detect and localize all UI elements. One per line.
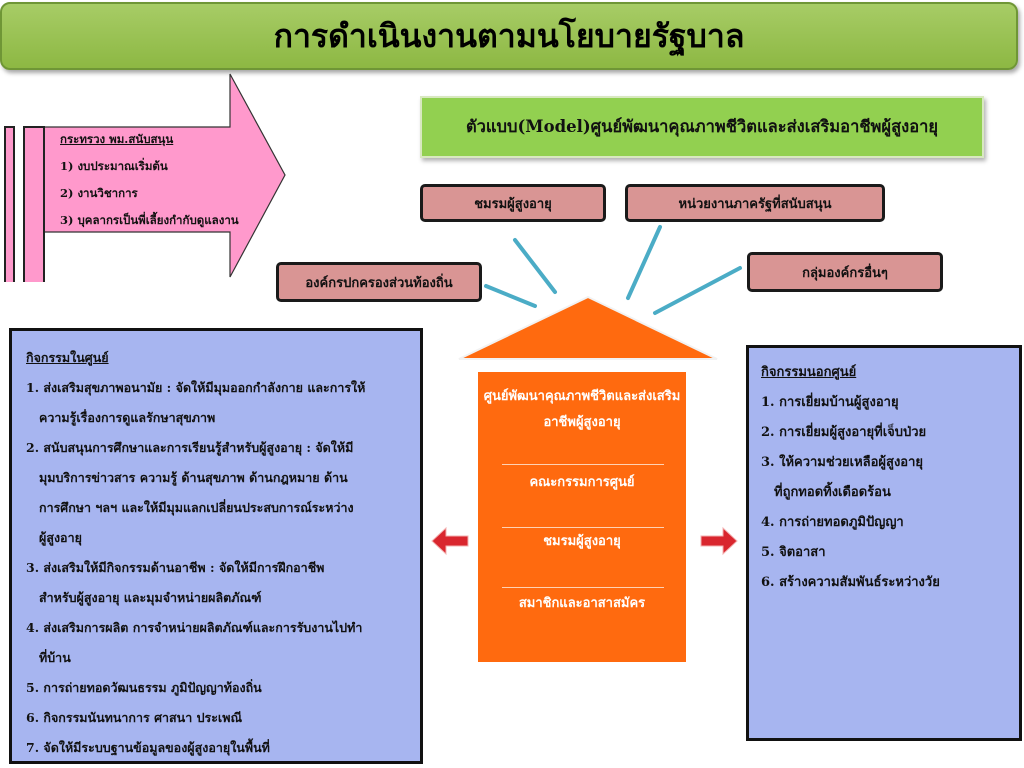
outside-heading: กิจกรรมนอกศูนย์ (761, 365, 857, 380)
partner-government-agencies: หน่วยงานภาครัฐที่สนับสนุน (625, 184, 885, 222)
center-divider (502, 527, 664, 528)
support-item: 1) งบประมาณเริ่มต้น (60, 159, 168, 173)
inside-line: ที่บ้าน (39, 650, 71, 665)
outside-line: ที่ถูกทอดทิ้งเดือดร้อน (774, 485, 891, 500)
inside-line: มุมบริการข่าวสาร ความรู้ ด้านสุขภาพ ด้าน… (39, 470, 348, 485)
inside-line: ผู้สูงอายุ (39, 530, 82, 545)
outside-line: 4. การถ่ายทอดภูมิปัญญา (761, 515, 904, 530)
support-list: กระทรวง พม.สนับสนุน 1) งบประมาณเริ่มต้น … (60, 126, 275, 234)
support-item: 2) งานวิชาการ (60, 186, 138, 200)
connector-line (513, 238, 557, 294)
partner-label: ชมรมผู้สูงอายุ (474, 196, 552, 212)
partner-label: หน่วยงานภาครัฐที่สนับสนุน (678, 196, 832, 212)
outside-line: 3. ให้ความช่วยเหลือผู้สูงอายุ (761, 455, 924, 470)
support-arrow (4, 73, 286, 282)
partner-local-government: องค์กรปกครองส่วนท้องถิ่น (276, 262, 482, 302)
inside-line: 6. กิจกรรมนันทนาการ ศาสนา ประเพณี (26, 710, 243, 725)
center-item: ชมรมผู้สูงอายุ (543, 534, 621, 549)
connector-line (653, 266, 742, 315)
outside-line: 1. การเยี่ยมบ้านผู้สูงอายุ (761, 395, 899, 410)
model-label: ตัวแบบ(Model)ศูนย์พัฒนาคุณภาพชีวิตและส่ง… (465, 117, 939, 136)
center-item: ศูนย์พัฒนาคุณภาพชีวิตและส่งเสริมอาชีพผู้… (483, 389, 681, 430)
inside-line: ความรู้เรื่องการดูแลรักษาสุขภาพ (39, 410, 216, 425)
partner-other-organizations: กลุ่มองค์กรอื่นๆ (747, 252, 943, 292)
house-roof (458, 295, 718, 360)
outside-line: 6. สร้างความสัมพันธ์ระหว่างวัย (761, 575, 940, 590)
right-arrow-icon (700, 526, 738, 556)
outside-activities-box: กิจกรรมนอกศูนย์ 1. การเยี่ยมบ้านผู้สูงอา… (746, 345, 1022, 741)
inside-line: 1. ส่งเสริมสุขภาพอนามัย : จัดให้มีมุมออก… (26, 380, 366, 395)
inside-line: 4. ส่งเสริมการผลิต การจำหน่ายผลิตภัณฑ์แล… (26, 620, 363, 635)
center-divider (502, 587, 664, 588)
title-banner: การดำเนินงานตามนโยบายรัฐบาล (0, 2, 1018, 70)
inside-line: สำหรับผู้สูงอายุ และมุมจำหน่ายผลิตภัณฑ์ (39, 590, 262, 605)
inside-line: 7. จัดให้มีระบบฐานข้อมูลของผู้สูงอายุในพ… (26, 740, 270, 755)
connector-line (484, 284, 537, 308)
outside-line: 5. จิตอาสา (761, 545, 826, 560)
connector-line (626, 225, 662, 300)
support-heading: กระทรวง พม.สนับสนุน (60, 132, 174, 146)
outside-line: 2. การเยี่ยมผู้สูงอายุที่เจ็บป่วย (761, 425, 927, 440)
center-divider (502, 464, 664, 465)
partner-elderly-club: ชมรมผู้สูงอายุ (420, 184, 606, 222)
inside-line: 3. ส่งเสริมให้มีกิจกรรมด้านอาชีพ : จัดให… (26, 560, 325, 575)
inside-line: การศึกษา ฯลฯ และให้มีมุมแลกเปลี่ยนประสบก… (39, 500, 354, 515)
center-house: ศูนย์พัฒนาคุณภาพชีวิตและส่งเสริมอาชีพผู้… (478, 372, 686, 662)
support-item: 3) บุคลากรเป็นพี่เลี้ยงกำกับดูแลงาน (60, 213, 239, 227)
page-title: การดำเนินงานตามนโยบายรัฐบาล (273, 16, 745, 55)
center-item: คณะกรรมการศูนย์ (529, 475, 635, 490)
model-box: ตัวแบบ(Model)ศูนย์พัฒนาคุณภาพชีวิตและส่ง… (420, 96, 984, 158)
center-item: สมาชิกและอาสาสมัคร (518, 596, 646, 611)
inside-line: 5. การถ่ายทอดวัฒนธรรม ภูมิปัญญาท้องถิ่น (26, 680, 262, 695)
left-arrow-icon (431, 526, 469, 556)
partner-label: องค์กรปกครองส่วนท้องถิ่น (305, 275, 453, 291)
inside-line: 2. สนับสนุนการศึกษาและการเรียนรู้สำหรับผ… (26, 440, 354, 455)
inside-heading: กิจกรรมในศูนย์ (26, 350, 109, 365)
partner-label: กลุ่มองค์กรอื่นๆ (802, 265, 888, 281)
inside-activities-box: กิจกรรมในศูนย์ 1. ส่งเสริมสุขภาพอนามัย :… (9, 328, 423, 764)
